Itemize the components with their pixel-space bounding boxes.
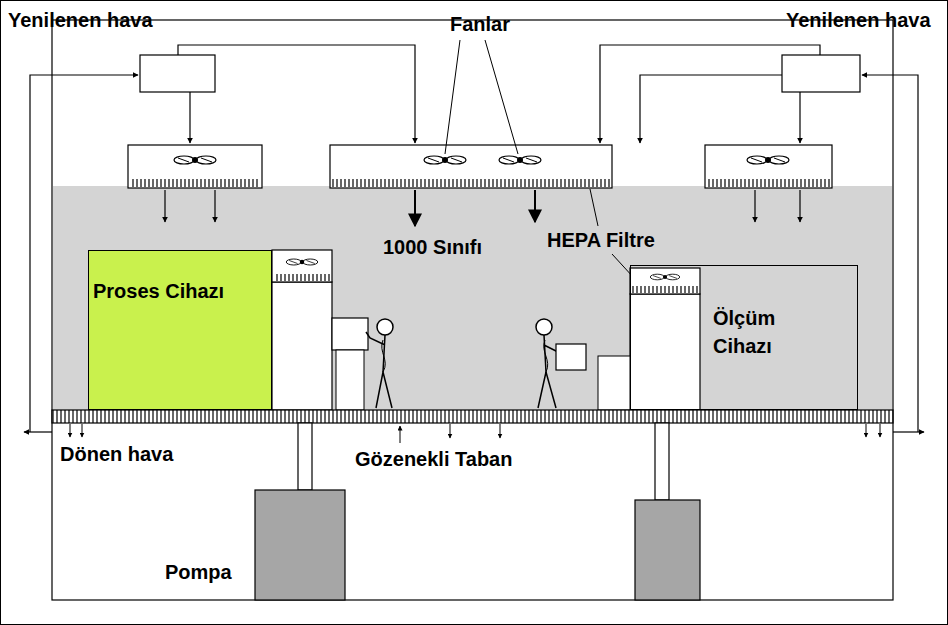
return-air-label: Dönen hava [60, 442, 173, 466]
fan-filter-unit [330, 145, 612, 188]
fan-filter-unit [128, 145, 262, 188]
fresh-air-unit [140, 55, 215, 92]
cleanroom-zone: 1000 SınıfıProses CihazıÖlçüm Cihazı [53, 186, 892, 410]
process-tool: Proses Cihazı [88, 250, 272, 410]
operator-figure [536, 319, 586, 408]
perforated-floor [52, 410, 893, 423]
operator-figure [366, 319, 393, 408]
air-label: Yenilenen hava [786, 8, 931, 32]
box-title: Proses Cihazı [93, 277, 224, 305]
airflow-arrow [70, 190, 880, 443]
box-title: 1000 Sınıfı [383, 233, 482, 261]
cleanroom-space [53, 186, 892, 410]
measurement-tool: Ölçüm Cihazı [630, 265, 858, 410]
measurement-tool-parts [598, 268, 700, 410]
pump-label: Pompa [165, 560, 232, 584]
building-outline [52, 20, 893, 600]
pump [255, 423, 700, 600]
fresh-air-unit [782, 55, 860, 92]
air-duct [24, 45, 924, 432]
filter-label: HEPA Filtre [547, 228, 655, 252]
floor-label: Gözenekli Taban [355, 447, 512, 471]
box-title: Ölçüm Cihazı [713, 304, 809, 360]
fans-label: Fanlar [450, 12, 510, 36]
process-tool-parts [272, 250, 368, 410]
fan-filter-unit [705, 145, 832, 188]
air-label: Yenilenen hava [8, 8, 153, 32]
